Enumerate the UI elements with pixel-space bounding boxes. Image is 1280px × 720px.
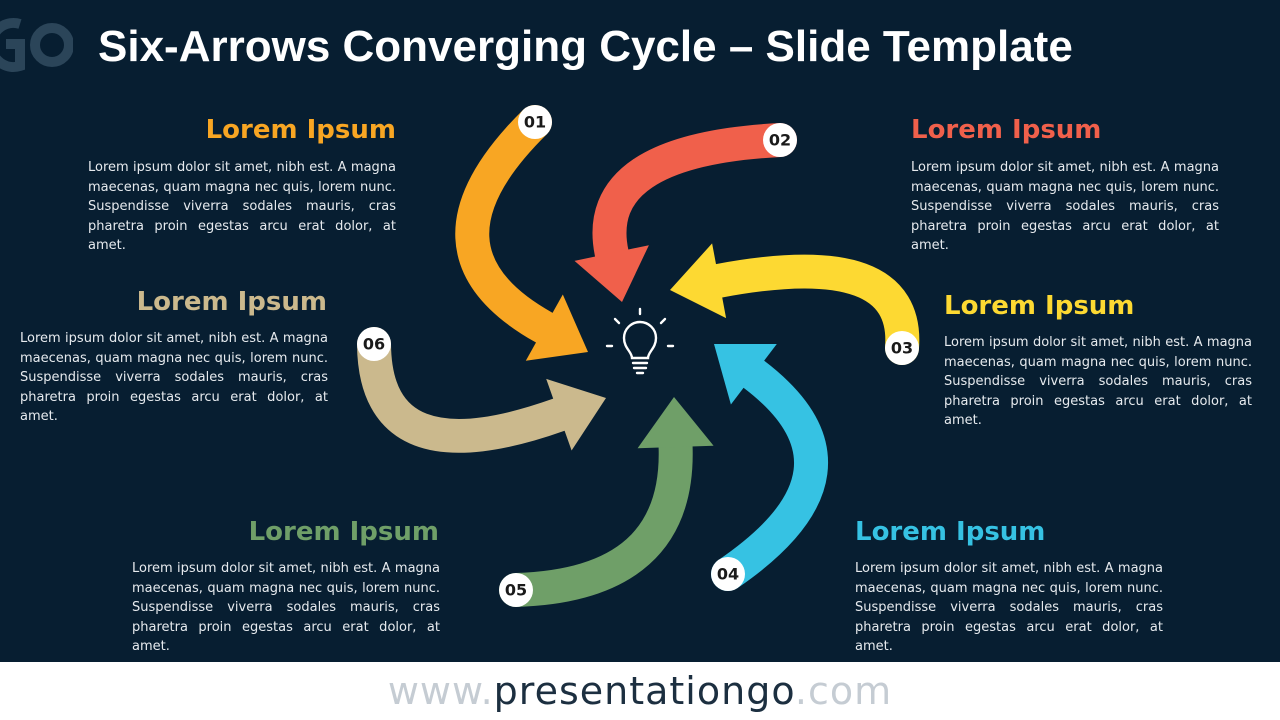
arrows-layer	[357, 105, 920, 607]
arrow-03	[670, 243, 920, 365]
step-03-heading: Lorem Ipsum	[944, 291, 1135, 321]
footer-url[interactable]: www.presentationgo.com	[0, 662, 1280, 720]
step-badge-01: 01	[518, 105, 552, 139]
arrow-05	[499, 397, 714, 607]
footer-brand: presentationgo	[493, 669, 795, 713]
badges-layer: 01 02 03 04 05 06	[357, 105, 919, 607]
step-05-text: Lorem ipsum dolor sit amet, nibh est. A …	[132, 561, 440, 654]
arrow-04	[711, 344, 829, 591]
arrow-02	[574, 123, 797, 302]
arrow-06	[357, 327, 606, 453]
step-badge-06: 06	[357, 327, 391, 361]
step-badge-04: 04	[711, 557, 745, 591]
step-badge-02: 02	[763, 123, 797, 157]
step-06-heading: Lorem Ipsum	[136, 287, 327, 317]
step-02-heading: Lorem Ipsum	[911, 115, 1102, 145]
step-02-text: Lorem ipsum dolor sit amet, nibh est. A …	[911, 160, 1219, 253]
lightbulb-icon	[605, 307, 675, 375]
arrow-01	[455, 105, 588, 361]
converging-cycle-diagram: 01 02 03 04 05 06	[357, 105, 920, 607]
slide: Six-Arrows Converging Cycle – Slide Temp…	[0, 0, 1280, 662]
step-05-heading: Lorem Ipsum	[248, 517, 439, 547]
step-01-text: Lorem ipsum dolor sit amet, nibh est. A …	[88, 160, 396, 253]
slide-title: Six-Arrows Converging Cycle – Slide Temp…	[98, 22, 1073, 71]
step-number-06: 06	[363, 335, 385, 354]
step-04-text: Lorem ipsum dolor sit amet, nibh est. A …	[855, 561, 1163, 654]
step-number-01: 01	[524, 113, 546, 132]
step-badge-03: 03	[885, 331, 919, 365]
step-number-05: 05	[505, 581, 527, 600]
step-03-text: Lorem ipsum dolor sit amet, nibh est. A …	[944, 335, 1252, 428]
step-number-02: 02	[769, 131, 791, 150]
step-01-heading: Lorem Ipsum	[205, 115, 396, 145]
step-number-03: 03	[891, 339, 913, 358]
footer-prefix: www.	[387, 669, 494, 713]
step-04-heading: Lorem Ipsum	[855, 517, 1046, 547]
step-badge-05: 05	[499, 573, 533, 607]
logo-mark-icon	[0, 18, 73, 72]
step-number-04: 04	[717, 565, 739, 584]
step-06-text: Lorem ipsum dolor sit amet, nibh est. A …	[20, 331, 328, 424]
footer-suffix: .com	[794, 669, 893, 713]
